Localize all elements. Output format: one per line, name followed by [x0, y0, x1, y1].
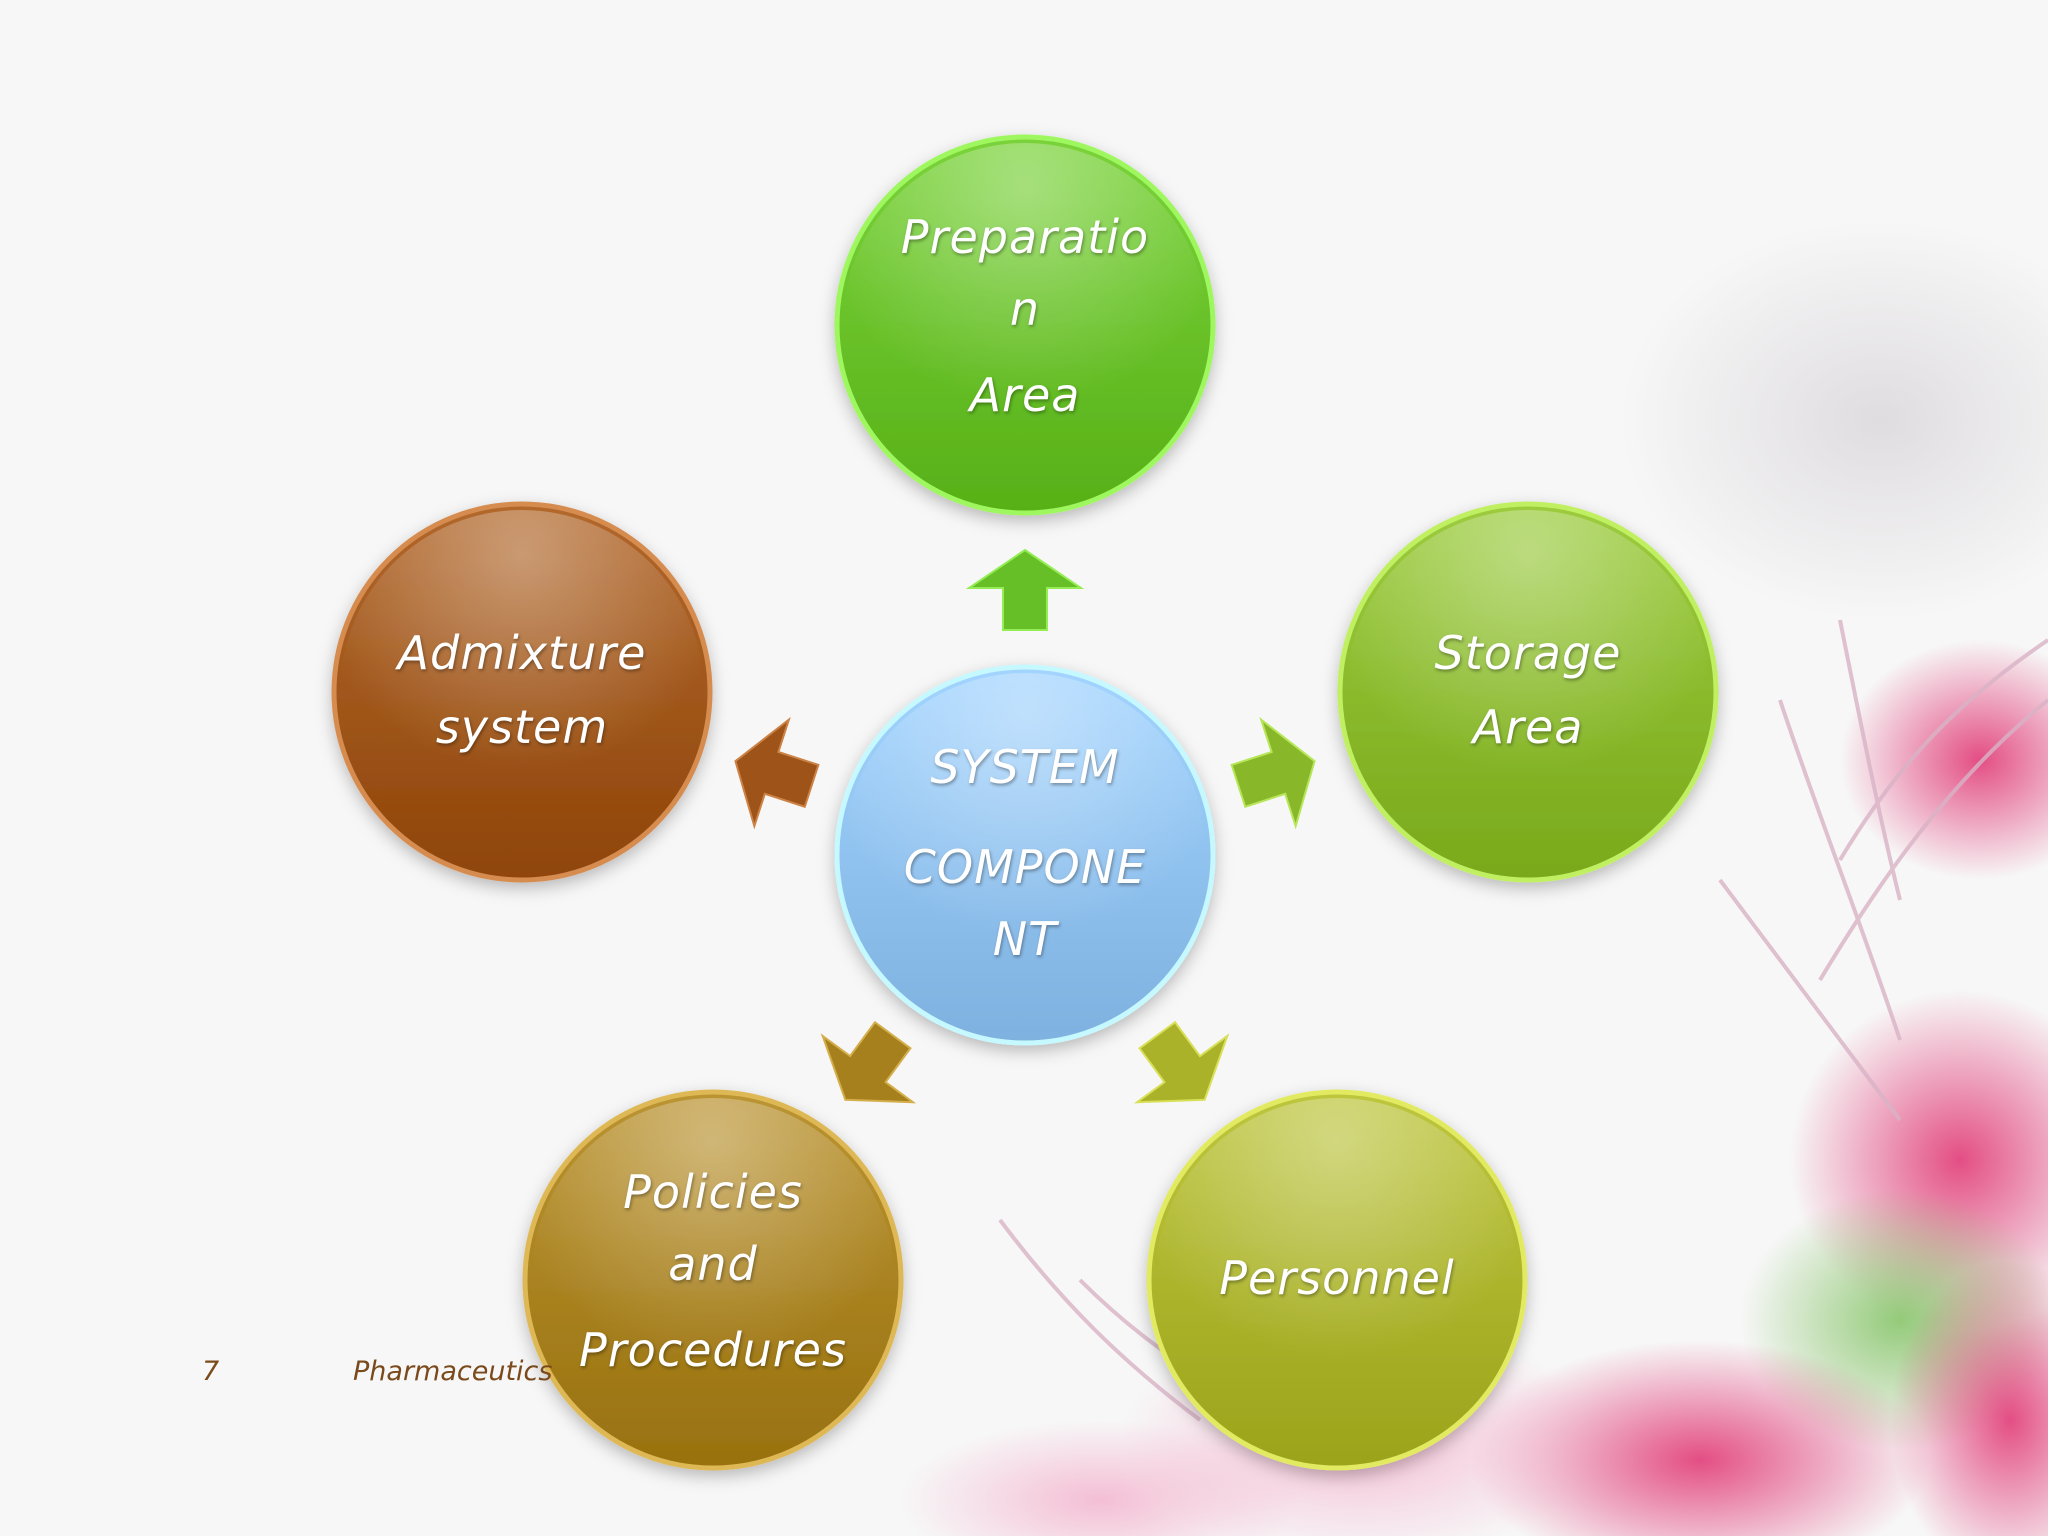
center-label-line: SYSTEM — [930, 740, 1120, 794]
node-storage-area — [1337, 501, 1719, 883]
node-label-admixture-system-line: Admixture — [397, 626, 647, 680]
footer-label: Pharmaceutics — [353, 1356, 553, 1387]
arrow-to-storage-area — [1230, 716, 1316, 830]
node-label-admixture-system-line: system — [435, 700, 609, 754]
node-admixture-system — [331, 501, 713, 883]
node-label-policies-and-procedures-line: and — [668, 1237, 758, 1291]
arrow-to-admixture-system — [734, 716, 820, 830]
node-label-personnel-line: Personnel — [1219, 1251, 1455, 1305]
node-personnel — [1146, 1089, 1528, 1471]
arrow-to-policies-and-procedures — [820, 1020, 917, 1104]
center-label-line: COMPONE — [903, 840, 1147, 894]
slide-number: 7 — [202, 1356, 220, 1387]
node-label-preparation-area-line: Area — [969, 368, 1081, 422]
node-label-storage-area-line: Area — [1472, 700, 1584, 754]
arrow-to-personnel — [1133, 1020, 1230, 1104]
node-label-preparation-area-line: n — [1009, 282, 1041, 336]
center-label-line: NT — [992, 912, 1058, 966]
node-preparation-area — [834, 134, 1216, 516]
node-label-policies-and-procedures-line: Policies — [623, 1165, 803, 1219]
center-circle-system-component — [834, 664, 1216, 1046]
node-label-preparation-area-line: Preparatio — [900, 210, 1150, 264]
arrow-to-preparation-area — [965, 548, 1085, 631]
node-label-storage-area-line: Storage — [1434, 626, 1622, 680]
node-label-policies-and-procedures-line: Procedures — [579, 1323, 847, 1377]
node-policies-and-procedures — [522, 1089, 904, 1471]
